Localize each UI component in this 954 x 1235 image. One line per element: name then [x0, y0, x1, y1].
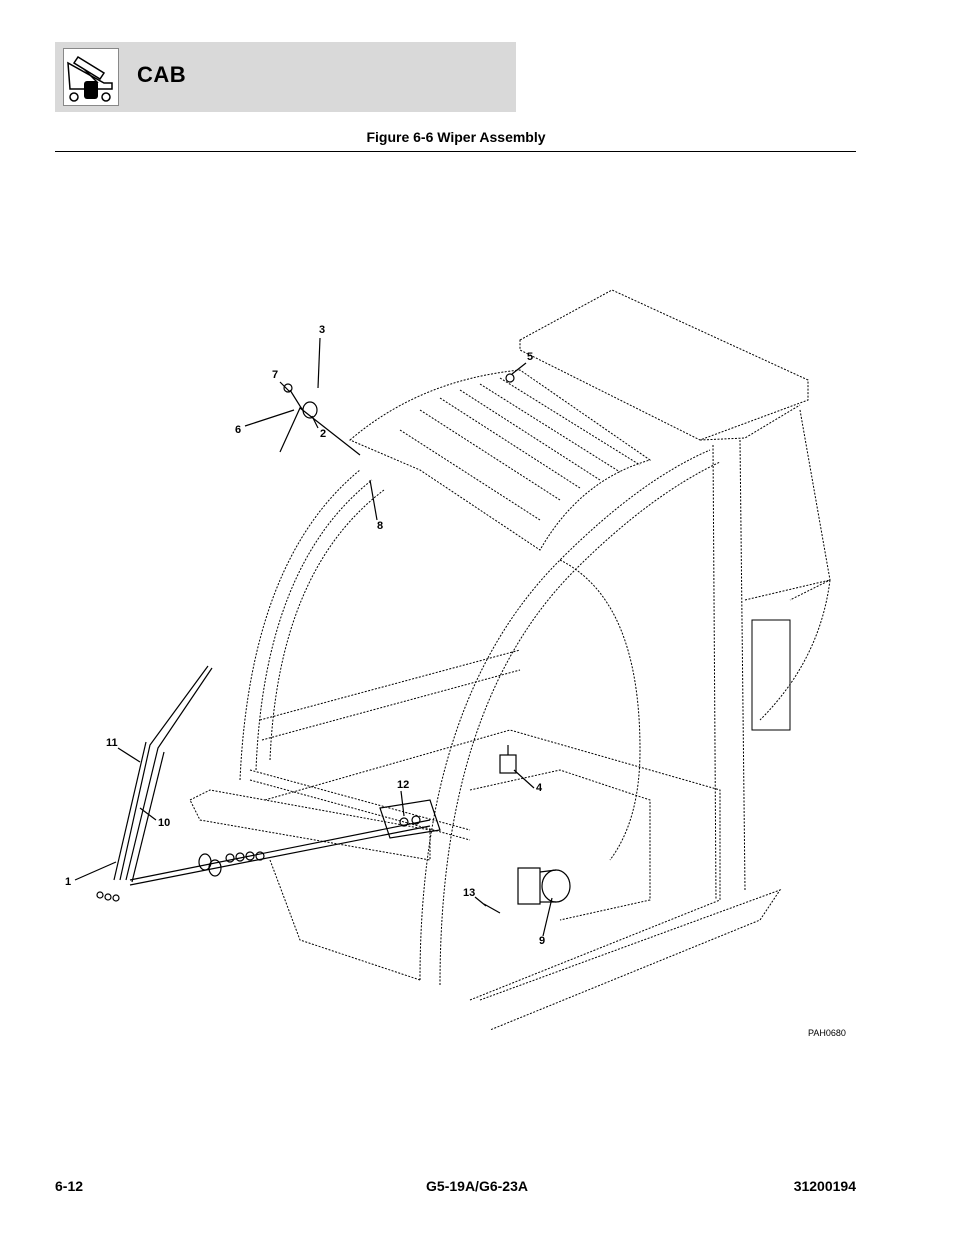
callout-8: 8 [377, 520, 384, 532]
callout-10: 10 [158, 817, 171, 829]
telehandler-machine-icon [63, 48, 119, 106]
callout-13: 13 [463, 887, 476, 899]
callout-7: 7 [272, 369, 279, 381]
callout-2: 2 [320, 428, 327, 440]
header-band [55, 42, 516, 112]
model-number: G5-19A/G6-23A [426, 1178, 528, 1194]
callout-1: 1 [65, 876, 72, 888]
title-rule [55, 151, 856, 152]
callout-4: 4 [536, 782, 543, 794]
document-number: 31200194 [793, 1178, 856, 1194]
section-title: CAB [137, 62, 187, 87]
callout-6: 6 [235, 424, 242, 436]
callout-9: 9 [539, 935, 546, 947]
page-number: 6-12 [55, 1178, 84, 1194]
callout-12: 12 [397, 779, 410, 791]
callout-3: 3 [319, 324, 326, 336]
drawing-code: PAH0680 [808, 1028, 846, 1038]
callout-5: 5 [527, 351, 534, 363]
callout-11: 11 [106, 737, 118, 749]
figure-title: Figure 6-6 Wiper Assembly [366, 129, 546, 145]
